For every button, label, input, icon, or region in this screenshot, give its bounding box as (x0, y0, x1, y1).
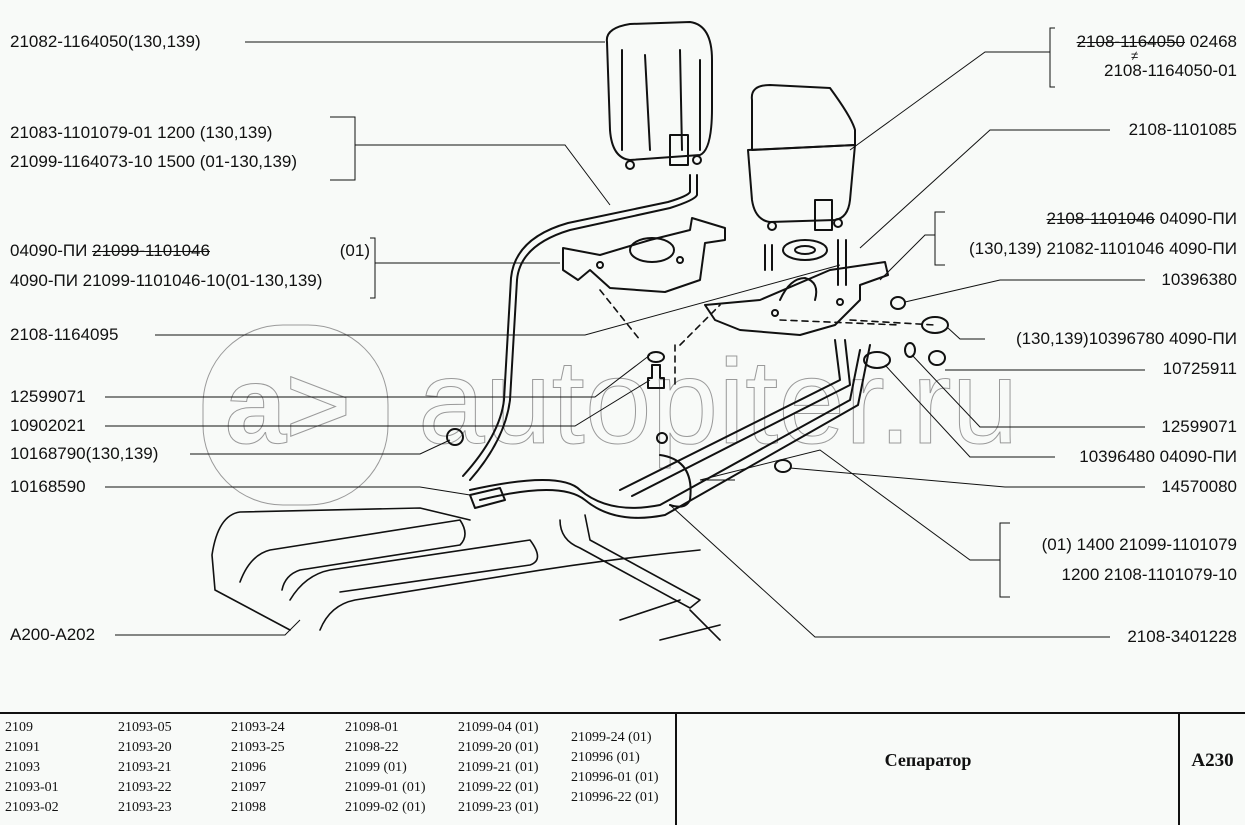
model-column-5: 21099-04 (01) 21099-20 (01) 21099-21 (01… (458, 718, 539, 818)
model-item: 21098-01 (345, 720, 399, 735)
separator-tank-lower (747, 84, 856, 231)
bracket-lower (704, 261, 889, 336)
callout-10396480: 10396480 04090-ПИ (1079, 447, 1237, 466)
callout-10168790: 10168790(130,139) (10, 444, 159, 463)
callout-2108-1101085: 2108-1101085 (1128, 120, 1237, 139)
callout-10725911: 10725911 (1162, 359, 1237, 378)
fuel-tank (211, 507, 721, 641)
model-item: 21093-02 (5, 800, 59, 815)
model-item: 210996-01 (01) (571, 770, 659, 785)
callout-struck-number: 2108-1164050 (1076, 32, 1185, 51)
leader-lines (105, 27, 1145, 638)
callout-suffix: 04090-ПИ (1154, 209, 1237, 228)
callout-10168590: 10168590 (10, 477, 86, 496)
model-item: 21093-21 (118, 760, 172, 775)
connector-10168590 (469, 487, 506, 509)
watermark-logo-frame (202, 324, 389, 506)
model-column-3: 21093-24 21093-25 21096 21097 21098 (231, 718, 285, 818)
watermark-text: autopiter.ru (418, 335, 1018, 469)
callout-12599071-left: 12599071 (10, 387, 86, 406)
callout-suffix: 02468 (1185, 32, 1237, 51)
model-item: 21093-24 (231, 720, 285, 735)
model-item: 21098 (231, 800, 266, 815)
model-column-6: 21099-24 (01) 210996 (01) 210996-01 (01)… (571, 728, 659, 808)
callout-struck-number: 21099-1101046 (92, 241, 210, 260)
fuel-pipe-1101079 (469, 339, 871, 519)
model-item: 21099-02 (01) (345, 800, 426, 815)
callout-2108-1164095: 2108-1164095 (10, 325, 119, 344)
separator-tank-upper (605, 21, 713, 170)
callout-struck-number: 2108-1101046 (1046, 209, 1155, 228)
model-item: 21099-20 (01) (458, 740, 539, 755)
model-item: 21099 (01) (345, 760, 407, 775)
hose-1164073 (462, 174, 698, 481)
model-item: 21099-23 (01) (458, 800, 539, 815)
callout-04090-21099-1101046: 04090-ПИ 21099-1101046 (01) (10, 241, 370, 261)
callout-2108-1164050-01: 2108-1164050-01 (1104, 61, 1237, 80)
model-item: 210996 (01) (571, 750, 640, 765)
callout-10902021: 10902021 (10, 416, 86, 435)
page-title: Сепаратор (884, 750, 972, 770)
callout-21083-1101079-01: 21083-1101079-01 1200 (130,139) (10, 123, 273, 142)
callout-21082-1101046: (130,139) 21082-1101046 4090-ПИ (969, 239, 1237, 258)
callout-14570080: 14570080 (1161, 477, 1237, 496)
bolt-10902021 (647, 364, 665, 389)
grommet-2108-1101085 (782, 239, 828, 261)
callout-21099-1164073-10: 21099-1164073-10 1500 (01-130,139) (10, 152, 298, 171)
washer-12599071-right (904, 342, 916, 358)
callout-10396380: 10396380 (1161, 270, 1237, 289)
page-code: A230 (1191, 750, 1234, 771)
clip-14570080 (774, 459, 792, 473)
clamp-2108-3401228 (656, 432, 692, 508)
cushion-10396480 (863, 351, 891, 369)
model-item: 21093-20 (118, 740, 172, 755)
model-item: 21099-22 (01) (458, 780, 539, 795)
callout-prefix: 04090-ПИ (10, 241, 93, 260)
model-column-2: 21093-05 21093-20 21093-21 21093-22 2109… (118, 718, 172, 818)
not-equal-mark: ≠ (1131, 48, 1139, 63)
watermark-logo: a> (225, 344, 350, 467)
model-item: 21099-01 (01) (345, 780, 426, 795)
cushion-10396780 (921, 316, 949, 334)
nut-10725911 (928, 350, 946, 366)
model-item: 21093-01 (5, 780, 59, 795)
callout-12599071-right: 12599071 (1161, 417, 1237, 436)
callout-21099-1101079: (01) 1400 21099-1101079 (1041, 535, 1237, 554)
assembly-arrows (599, 289, 936, 386)
model-item: 21093 (5, 760, 40, 775)
model-column-1: 2109 21091 21093 21093-01 21093-02 (5, 718, 59, 818)
callout-2108-1101079-10: 1200 2108-1101079-10 (1061, 565, 1237, 584)
model-column-4: 21098-01 21098-22 21099 (01) 21099-01 (0… (345, 718, 426, 818)
model-item: 21093-22 (118, 780, 172, 795)
callout-a200-a202: A200-A202 (10, 625, 96, 644)
drawing (211, 21, 949, 641)
model-item: 21093-25 (231, 740, 285, 755)
nut-10396380 (890, 296, 906, 310)
model-item: 21099-21 (01) (458, 760, 539, 775)
callout-10396780: (130,139)10396780 4090-ПИ (1015, 329, 1237, 348)
model-item: 21093-05 (118, 720, 172, 735)
callout-21082-1164050: 21082-1164050(130,139) (10, 32, 201, 51)
watermark: a> autopiter.ru (202, 324, 1019, 506)
callout-variant: (01) (339, 241, 370, 260)
title-block: 2109 21091 21093 21093-01 21093-02 21093… (0, 712, 1245, 825)
model-item: 21093-23 (118, 800, 172, 815)
callout-2108-1101046-04090: 2108-1101046 04090-ПИ (1046, 209, 1237, 229)
model-item: 210996-22 (01) (571, 790, 659, 805)
clip-10168790 (446, 428, 464, 446)
model-item: 21099-04 (01) (458, 720, 539, 735)
model-item: 21091 (5, 740, 40, 755)
callout-4090-21099-1101046-10: 4090-ПИ 21099-1101046-10(01-130,139) (10, 271, 323, 290)
model-item: 2109 (5, 720, 33, 735)
model-item: 21096 (231, 760, 266, 775)
model-item: 21099-24 (01) (571, 730, 652, 745)
model-item: 21097 (231, 780, 266, 795)
bracket-upper (562, 217, 726, 293)
callout-2108-1164050-02468: 2108-1164050 02468 (1077, 32, 1237, 52)
parts-diagram: a> autopiter.ru (105, 21, 1145, 641)
model-item: 21098-22 (345, 740, 399, 755)
table-divider (675, 714, 677, 825)
callout-2108-3401228: 2108-3401228 (1127, 627, 1237, 646)
table-divider (1178, 714, 1180, 825)
